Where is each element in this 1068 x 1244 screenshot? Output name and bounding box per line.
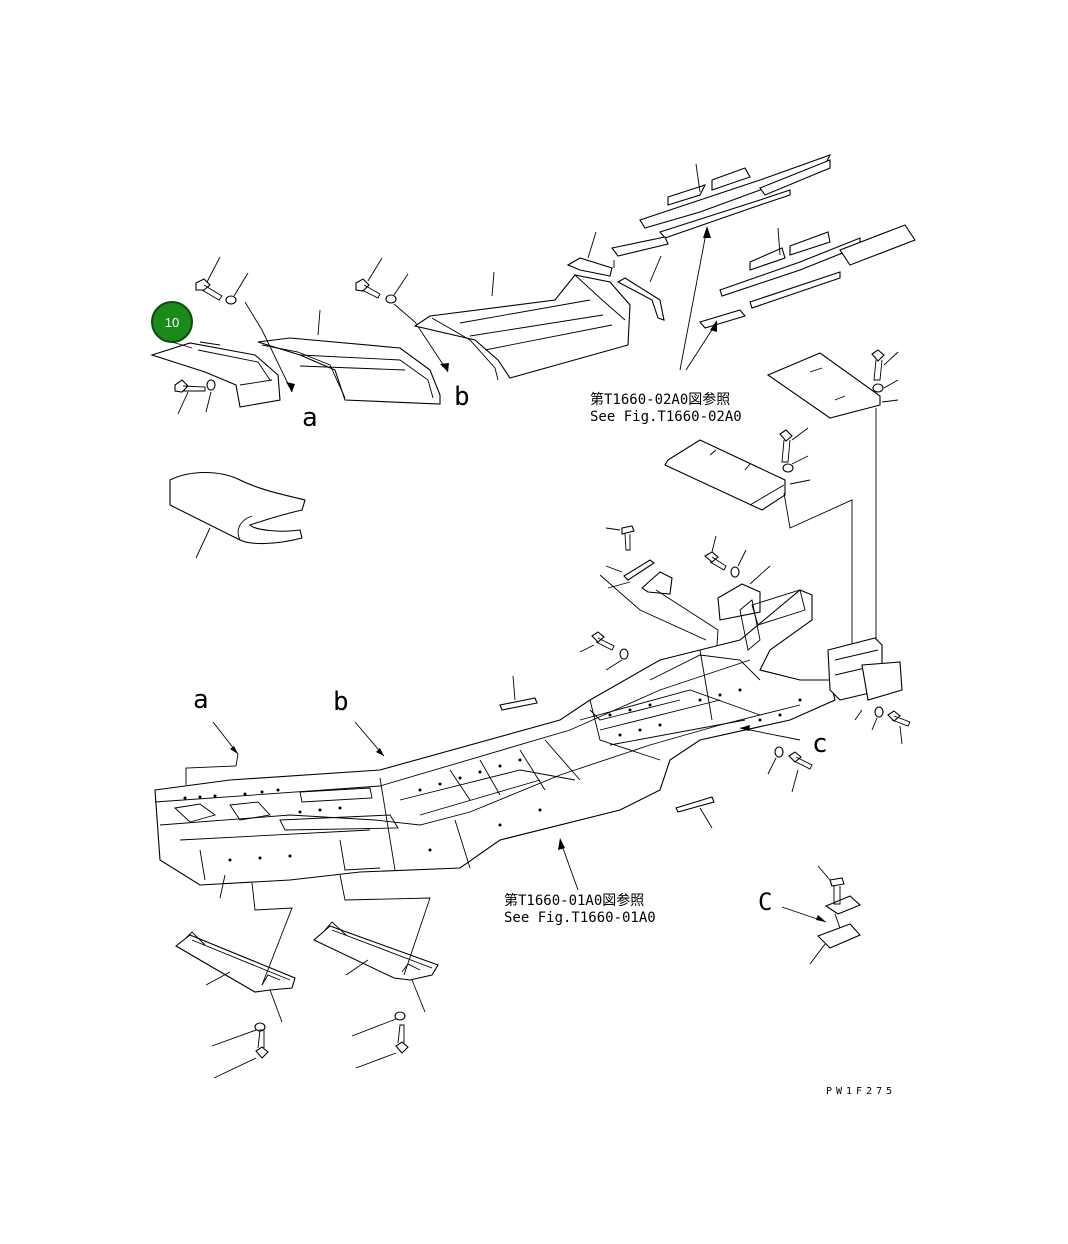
washer-icon	[205, 379, 216, 413]
reference-lower-jp: 第T1660-01A0図参照	[504, 892, 644, 909]
washer-icon	[211, 1022, 266, 1047]
bolt-icon	[355, 1024, 409, 1069]
arrow-lower-ref	[558, 838, 579, 891]
bolt-icon	[817, 865, 845, 905]
arrow-a-mid	[185, 721, 239, 785]
bolt-icon	[788, 751, 813, 793]
reference-upper-en: See Fig.T1660-02A0	[590, 409, 742, 425]
letter-b-upper: b	[454, 382, 470, 412]
bolt-icon	[779, 427, 809, 463]
washer-icon	[782, 455, 809, 473]
bolt-icon	[195, 256, 223, 301]
letter-c-right: c	[812, 729, 828, 759]
washer-icon	[225, 272, 249, 305]
middle-cover-part	[257, 309, 441, 405]
washer-icon	[605, 648, 629, 671]
arrow-to-c	[739, 709, 863, 741]
mid-cover-plate	[664, 439, 811, 511]
detail-c-bracket	[781, 895, 862, 965]
reference-upper-jp: 第T1660-02A0図参照	[590, 391, 730, 408]
bracket-part	[605, 559, 673, 595]
arrow-b-mid	[354, 721, 385, 757]
washer-icon	[871, 706, 884, 731]
bar-part	[675, 796, 715, 829]
callout-number: 10	[165, 315, 179, 330]
main-frame	[154, 589, 903, 899]
arrow-to-a	[244, 301, 295, 393]
bolt-icon	[213, 1029, 269, 1079]
reference-arrows	[679, 226, 718, 371]
letter-a-mid: a	[193, 685, 209, 715]
rail-part	[699, 224, 916, 329]
bolt-icon	[704, 535, 727, 571]
washer-icon	[385, 273, 409, 304]
letter-c-detail: C	[758, 888, 772, 916]
front-cover-part	[150, 341, 281, 408]
arrow-to-b	[393, 303, 449, 373]
bolt-icon	[605, 525, 635, 551]
callout-leader	[171, 341, 193, 349]
bolt-icon	[355, 257, 383, 299]
washer-icon	[872, 379, 899, 403]
washer-icon	[730, 549, 747, 578]
frame-bolt-dots	[183, 688, 802, 862]
center-cover-part	[413, 271, 631, 381]
bolt-icon	[174, 379, 206, 415]
letter-a-upper: a	[302, 403, 318, 433]
strap-part	[566, 231, 613, 277]
floor-mat-part	[169, 472, 306, 559]
lower-center-plate	[313, 874, 439, 1013]
washer-icon	[351, 1011, 406, 1037]
callout-badge-10[interactable]: 10	[151, 301, 193, 343]
bolt-icon	[887, 710, 911, 745]
washer-icon	[767, 746, 784, 775]
lower-left-plate	[175, 882, 296, 1023]
letter-b-mid: b	[333, 687, 349, 717]
strap-part	[616, 255, 665, 321]
bolt-icon	[579, 631, 615, 653]
drawing-code: PW1F275	[826, 1086, 896, 1097]
reference-lower-en: See Fig.T1660-01A0	[504, 910, 656, 926]
top-cover-plate	[766, 352, 881, 419]
rail-part	[611, 154, 832, 268]
plate-part	[717, 565, 771, 621]
bolt-icon	[871, 349, 899, 381]
